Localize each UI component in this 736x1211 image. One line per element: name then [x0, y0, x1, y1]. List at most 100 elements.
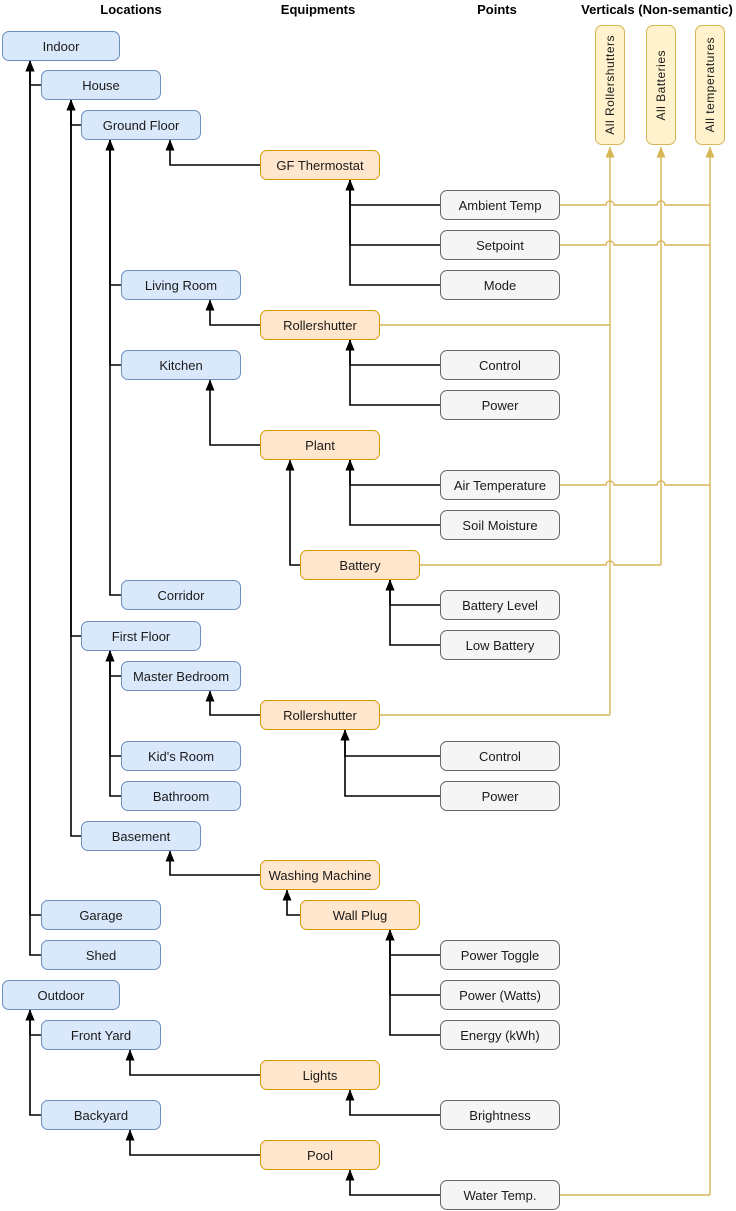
node-label-pool: Pool — [306, 1147, 334, 1163]
equipment-node-rollershutter-ff: Rollershutter — [260, 700, 380, 730]
node-label-power-watts: Power (Watts) — [459, 987, 541, 1003]
edge-lights-to-front-yard — [125, 1049, 260, 1076]
node-label-corridor: Corridor — [157, 587, 205, 603]
node-label-ground-floor: Ground Floor — [102, 117, 180, 133]
node-label-first-floor: First Floor — [111, 628, 171, 644]
edge-living-room-to-ground-floor — [105, 139, 121, 286]
node-label-all-temperatures: All temperatures — [703, 37, 717, 133]
point-node-ambient-temp: Ambient Temp — [440, 190, 560, 220]
node-label-air-temperature: Air Temperature — [453, 477, 547, 493]
node-label-brightness: Brightness — [469, 1107, 531, 1123]
location-node-ground-floor: Ground Floor — [81, 110, 201, 140]
column-header-equipments: Equipments — [280, 2, 356, 17]
vertical-node-all-temperatures: All temperatures — [695, 25, 725, 145]
edge-kitchen-to-ground-floor — [105, 139, 121, 366]
location-node-backyard: Backyard — [41, 1100, 161, 1130]
location-node-living-room: Living Room — [121, 270, 241, 300]
node-label-bathroom: Bathroom — [152, 788, 210, 804]
node-label-master-bedroom: Master Bedroom — [132, 668, 230, 684]
edge-plant-to-kitchen — [205, 379, 260, 446]
node-label-indoor: Indoor — [42, 38, 80, 54]
edge-setpoint-to-gf-thermostat — [345, 179, 440, 246]
node-label-lights: Lights — [302, 1067, 338, 1083]
edge-house-to-indoor — [25, 60, 41, 86]
edge-control-to-rollershutter-ff — [340, 729, 440, 757]
node-label-energy-kwh: Energy (kWh) — [460, 1027, 540, 1043]
edge-battery-level-to-battery — [385, 579, 440, 606]
point-node-power-watts: Power (Watts) — [440, 980, 560, 1010]
node-label-setpoint: Setpoint — [476, 237, 524, 253]
edge-front-yard-to-outdoor — [25, 1009, 41, 1036]
location-node-shed: Shed — [41, 940, 161, 970]
location-node-first-floor: First Floor — [81, 621, 201, 651]
edge-air-temperature-to-plant — [345, 459, 440, 486]
node-label-wall-plug: Wall Plug — [332, 907, 388, 923]
location-node-master-bedroom: Master Bedroom — [121, 661, 241, 691]
edge-gf-thermostat-to-ground-floor — [165, 139, 260, 166]
node-label-kids-room: Kid's Room — [147, 748, 215, 764]
node-label-backyard: Backyard — [73, 1107, 129, 1123]
point-node-battery-level: Battery Level — [440, 590, 560, 620]
edge-first-floor-to-house — [66, 99, 81, 637]
node-label-basement: Basement — [111, 828, 171, 844]
equipment-node-wall-plug: Wall Plug — [300, 900, 420, 930]
equipment-node-gf-thermostat: GF Thermostat — [260, 150, 380, 180]
node-label-living-room: Living Room — [144, 277, 218, 293]
point-node-power-toggle: Power Toggle — [440, 940, 560, 970]
node-label-washing-machine: Washing Machine — [268, 867, 372, 883]
edge-power-watts-to-wall-plug — [385, 929, 440, 996]
yellow-edge-battery-to-all-batteries — [420, 560, 661, 566]
node-label-low-battery: Low Battery — [465, 637, 535, 653]
edge-soil-moisture-to-plant — [345, 459, 440, 526]
point-node-setpoint: Setpoint — [440, 230, 560, 260]
point-node-water-temp: Water Temp. — [440, 1180, 560, 1210]
point-node-power-gf: Power — [440, 390, 560, 420]
location-node-kitchen: Kitchen — [121, 350, 241, 380]
equipment-node-rollershutter-gf: Rollershutter — [260, 310, 380, 340]
node-label-soil-moisture: Soil Moisture — [462, 517, 538, 533]
node-label-rollershutter-gf: Rollershutter — [283, 317, 357, 333]
edge-rollershutter-ff-to-master-bedroom — [205, 690, 260, 716]
point-node-power-ff: Power — [440, 781, 560, 811]
edge-power-toggle-to-wall-plug — [385, 929, 440, 956]
point-node-soil-moisture: Soil Moisture — [440, 510, 560, 540]
edge-ground-floor-to-house — [66, 99, 81, 126]
edge-power-to-rollershutter-ff — [340, 729, 440, 797]
node-label-power-toggle: Power Toggle — [460, 947, 540, 963]
node-label-house: House — [82, 77, 120, 93]
node-label-front-yard: Front Yard — [70, 1027, 132, 1043]
edge-energy-kwh-to-wall-plug — [385, 929, 440, 1036]
node-label-water-temp: Water Temp. — [463, 1187, 537, 1203]
edge-wall-plug-to-washing-machine — [282, 889, 300, 916]
edge-corridor-to-ground-floor — [105, 139, 121, 596]
edge-shed-to-indoor — [25, 60, 41, 956]
edge-brightness-to-lights — [345, 1089, 440, 1116]
node-label-battery: Battery — [339, 557, 381, 573]
node-label-plant: Plant — [305, 437, 335, 453]
edge-power-to-rollershutter-gf — [345, 339, 440, 406]
location-node-indoor: Indoor — [2, 31, 120, 61]
edge-control-to-rollershutter-gf — [345, 339, 440, 366]
column-header-locations: Locations — [100, 2, 162, 17]
location-node-house: House — [41, 70, 161, 100]
node-label-kitchen: Kitchen — [159, 357, 203, 373]
yellow-edge-air-temperature-to-all-temperatures — [560, 480, 710, 486]
node-label-garage: Garage — [79, 907, 123, 923]
point-node-control-gf: Control — [440, 350, 560, 380]
point-node-low-battery: Low Battery — [440, 630, 560, 660]
location-node-outdoor: Outdoor — [2, 980, 120, 1010]
location-node-garage: Garage — [41, 900, 161, 930]
yellow-edge-setpoint-to-all-temperatures — [560, 240, 710, 246]
node-label-rollershutter-ff: Rollershutter — [283, 707, 357, 723]
edge-kids-room-to-first-floor — [105, 650, 121, 757]
point-node-brightness: Brightness — [440, 1100, 560, 1130]
yellow-edge-ambient-temp-to-all-temperatures — [560, 200, 710, 206]
column-header-verticals: Verticals (Non-semantic) — [581, 2, 733, 17]
point-node-air-temperature: Air Temperature — [440, 470, 560, 500]
node-label-control-ff: Control — [479, 748, 521, 764]
edge-ambient-temp-to-gf-thermostat — [345, 179, 440, 206]
node-label-gf-thermostat: GF Thermostat — [276, 157, 364, 173]
edge-rollershutter-gf-to-living-room — [205, 299, 260, 326]
